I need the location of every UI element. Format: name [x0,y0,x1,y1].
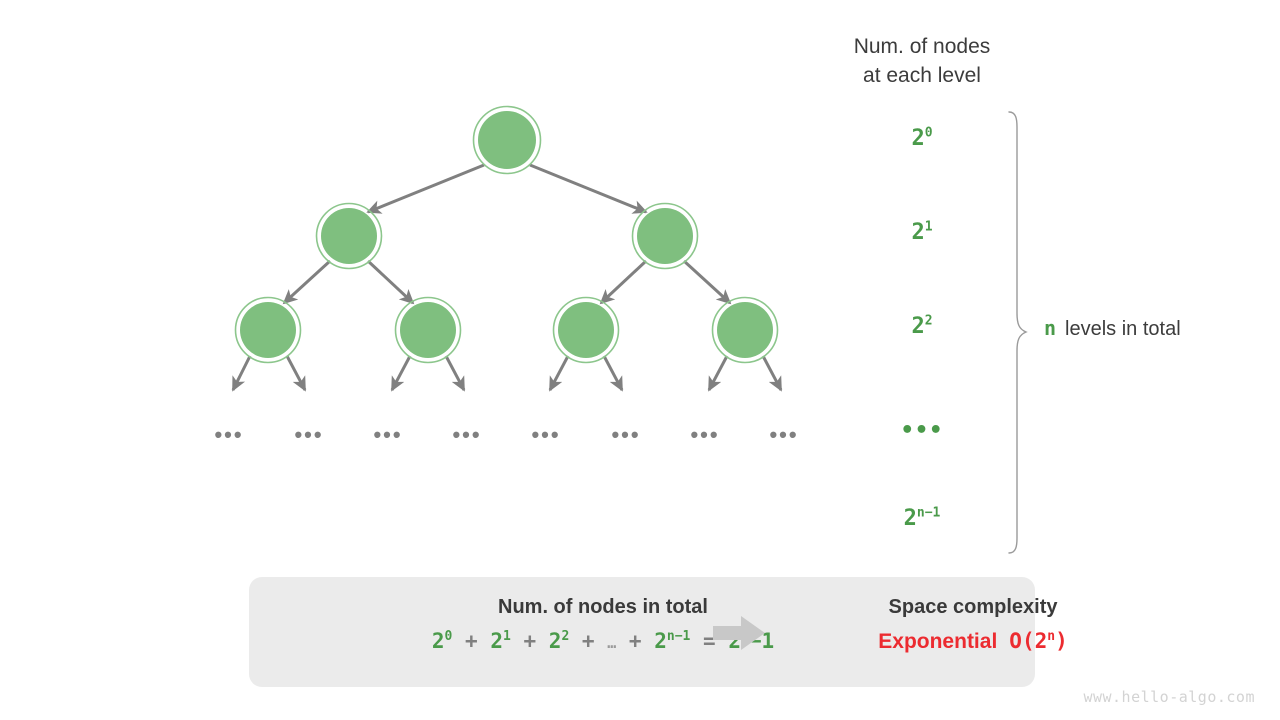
tree-node-level2-1 [234,296,302,364]
edge-r2b-left [707,355,729,392]
level-count-exponent: n−1 [916,505,941,521]
summary-right-title: Space complexity [888,596,1058,618]
leaf-ellipsis: ••• [611,422,641,447]
level-count-base: 2 [911,220,925,245]
levels-brace [1008,111,1028,554]
edge-root-left [366,163,485,214]
formula-term-2: 22 [548,629,570,653]
space-complexity-value: Exponential O(2n) [773,629,1173,654]
tree-node-level2-4 [711,296,779,364]
level-count-1: 21 [832,220,1012,245]
leaf-ellipsis: ••• [690,422,720,447]
edge-l2a-right [285,355,307,392]
leaf-ellipsis: ••• [294,422,324,447]
column-header-line1: Num. of nodes [853,35,991,58]
leaf-ellipsis: ••• [214,422,244,447]
complexity-word: Exponential [878,630,998,653]
edge-l2b-right [444,355,466,392]
tree-node-level1-left [315,202,383,270]
tree-edges [231,163,783,392]
level-count-last: 2n−1 [832,506,1012,531]
formula-term-1: 21 [490,629,511,653]
formula-term-3: 2n−1 [654,629,691,653]
tree-nodes [234,105,779,364]
level-count-exponent: 0 [924,125,933,141]
column-header-line2: at each level [863,64,981,87]
summary-left-title: Num. of nodes in total [498,596,708,618]
edge-l2b-left [390,355,412,392]
edge-r2b-right [761,355,783,392]
formula-ellipsis: … [607,634,617,652]
formula-op-2: + [581,629,595,653]
edge-r2a-right [602,355,624,392]
level-count-0: 20 [832,126,1012,151]
edge-l2a-left [231,355,252,392]
levels-total-n: n [1044,316,1057,340]
leaf-ellipsis: ••• [373,422,403,447]
levels-total-label: n levels in total [1044,316,1181,341]
complexity-big-o: O(2n) [1009,629,1068,653]
tree-node-level2-2 [394,296,462,364]
level-count-exponent: 2 [924,313,933,329]
edge-l1-right [366,259,415,305]
formula-op-0: + [465,629,478,653]
level-count-base: 2 [911,126,925,151]
formula-term-0: 20 [431,629,453,653]
tree-node-level1-right [631,202,699,270]
formula-equals: = [703,629,716,653]
edge-r1-right [682,259,732,305]
edge-l1-left [282,259,332,305]
level-count-base: 2 [903,506,917,531]
watermark: www.hello-algo.com [1083,688,1255,706]
summary-left-column: Num. of nodes in total 20 + 21 + 22 + … … [363,596,843,653]
leaf-ellipsis: ••• [769,422,799,447]
formula-op-3: + [628,629,642,653]
summary-panel: Num. of nodes in total 20 + 21 + 22 + … … [249,577,1068,687]
tree-node-level2-3 [552,296,620,364]
level-count-base: 2 [911,314,925,339]
leaf-ellipsis: ••• [531,422,561,447]
right-block-arrow-icon [713,616,765,650]
edge-r1-left [599,259,648,305]
levels-total-text: levels in total [1065,318,1181,340]
summary-right-column: Space complexity Exponential O(2n) [773,596,1173,654]
level-count-2: 22 [832,314,1012,339]
total-nodes-formula: 20 + 21 + 22 + … + 2n−1 = 2n−1 [363,629,843,653]
leaf-ellipsis: ••• [452,422,482,447]
level-count-exponent: 1 [924,219,933,235]
level-count-base: ••• [900,418,944,443]
tree-node-root [472,105,542,175]
column-header: Num. of nodes at each level [812,32,1032,90]
level-count-ellipsis: ••• [832,418,1012,443]
edge-root-right [529,163,648,214]
formula-op-1: + [523,629,537,653]
edge-r2a-left [548,355,570,392]
